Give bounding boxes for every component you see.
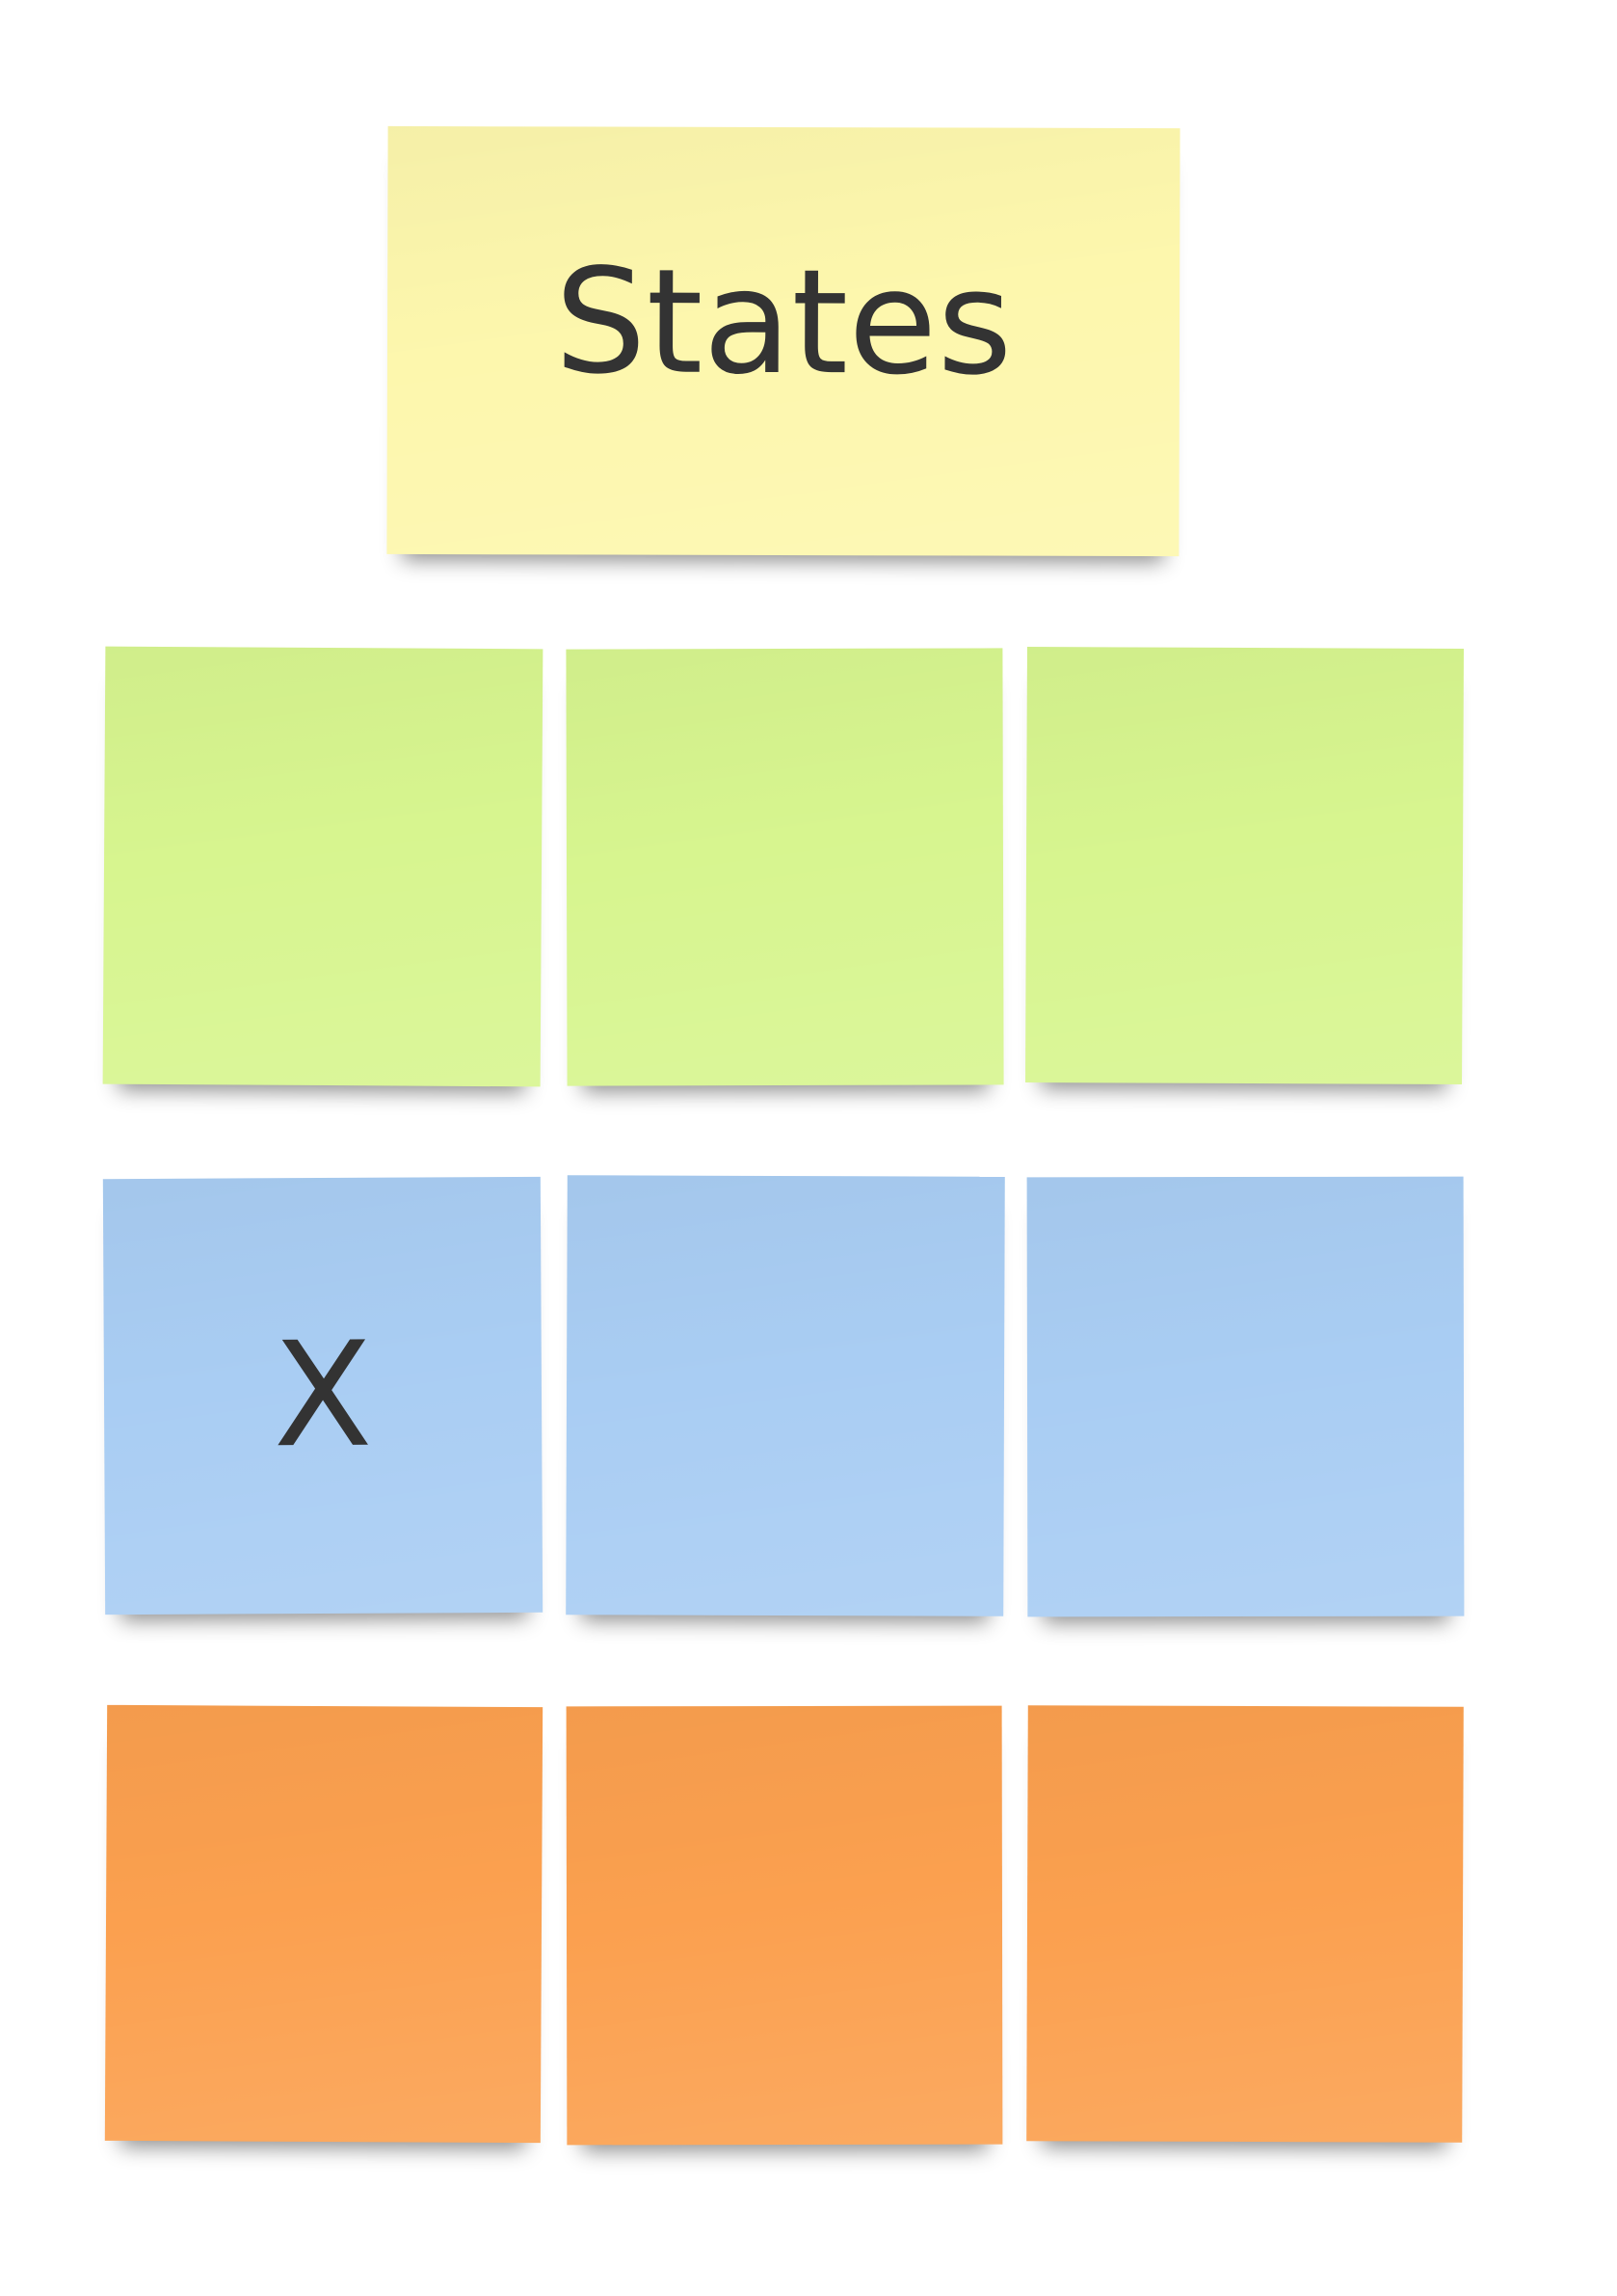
blue-sticky-note-3[interactable] — [1026, 1176, 1465, 1617]
green-sticky-note-1[interactable] — [102, 646, 543, 1087]
green-sticky-note-2[interactable] — [566, 648, 1004, 1086]
blue-sticky-note-1[interactable]: X — [102, 1176, 543, 1615]
green-sticky-note-3[interactable] — [1025, 647, 1464, 1084]
orange-sticky-note-2[interactable] — [566, 1705, 1003, 2146]
blue-sticky-note-2[interactable] — [566, 1175, 1005, 1616]
title-note-text: States — [554, 238, 1013, 408]
orange-sticky-note-3[interactable] — [1026, 1705, 1464, 2143]
title-sticky-note[interactable]: States — [386, 125, 1180, 557]
orange-sticky-note-1[interactable] — [104, 1704, 543, 2144]
note-text: X — [273, 1311, 373, 1481]
